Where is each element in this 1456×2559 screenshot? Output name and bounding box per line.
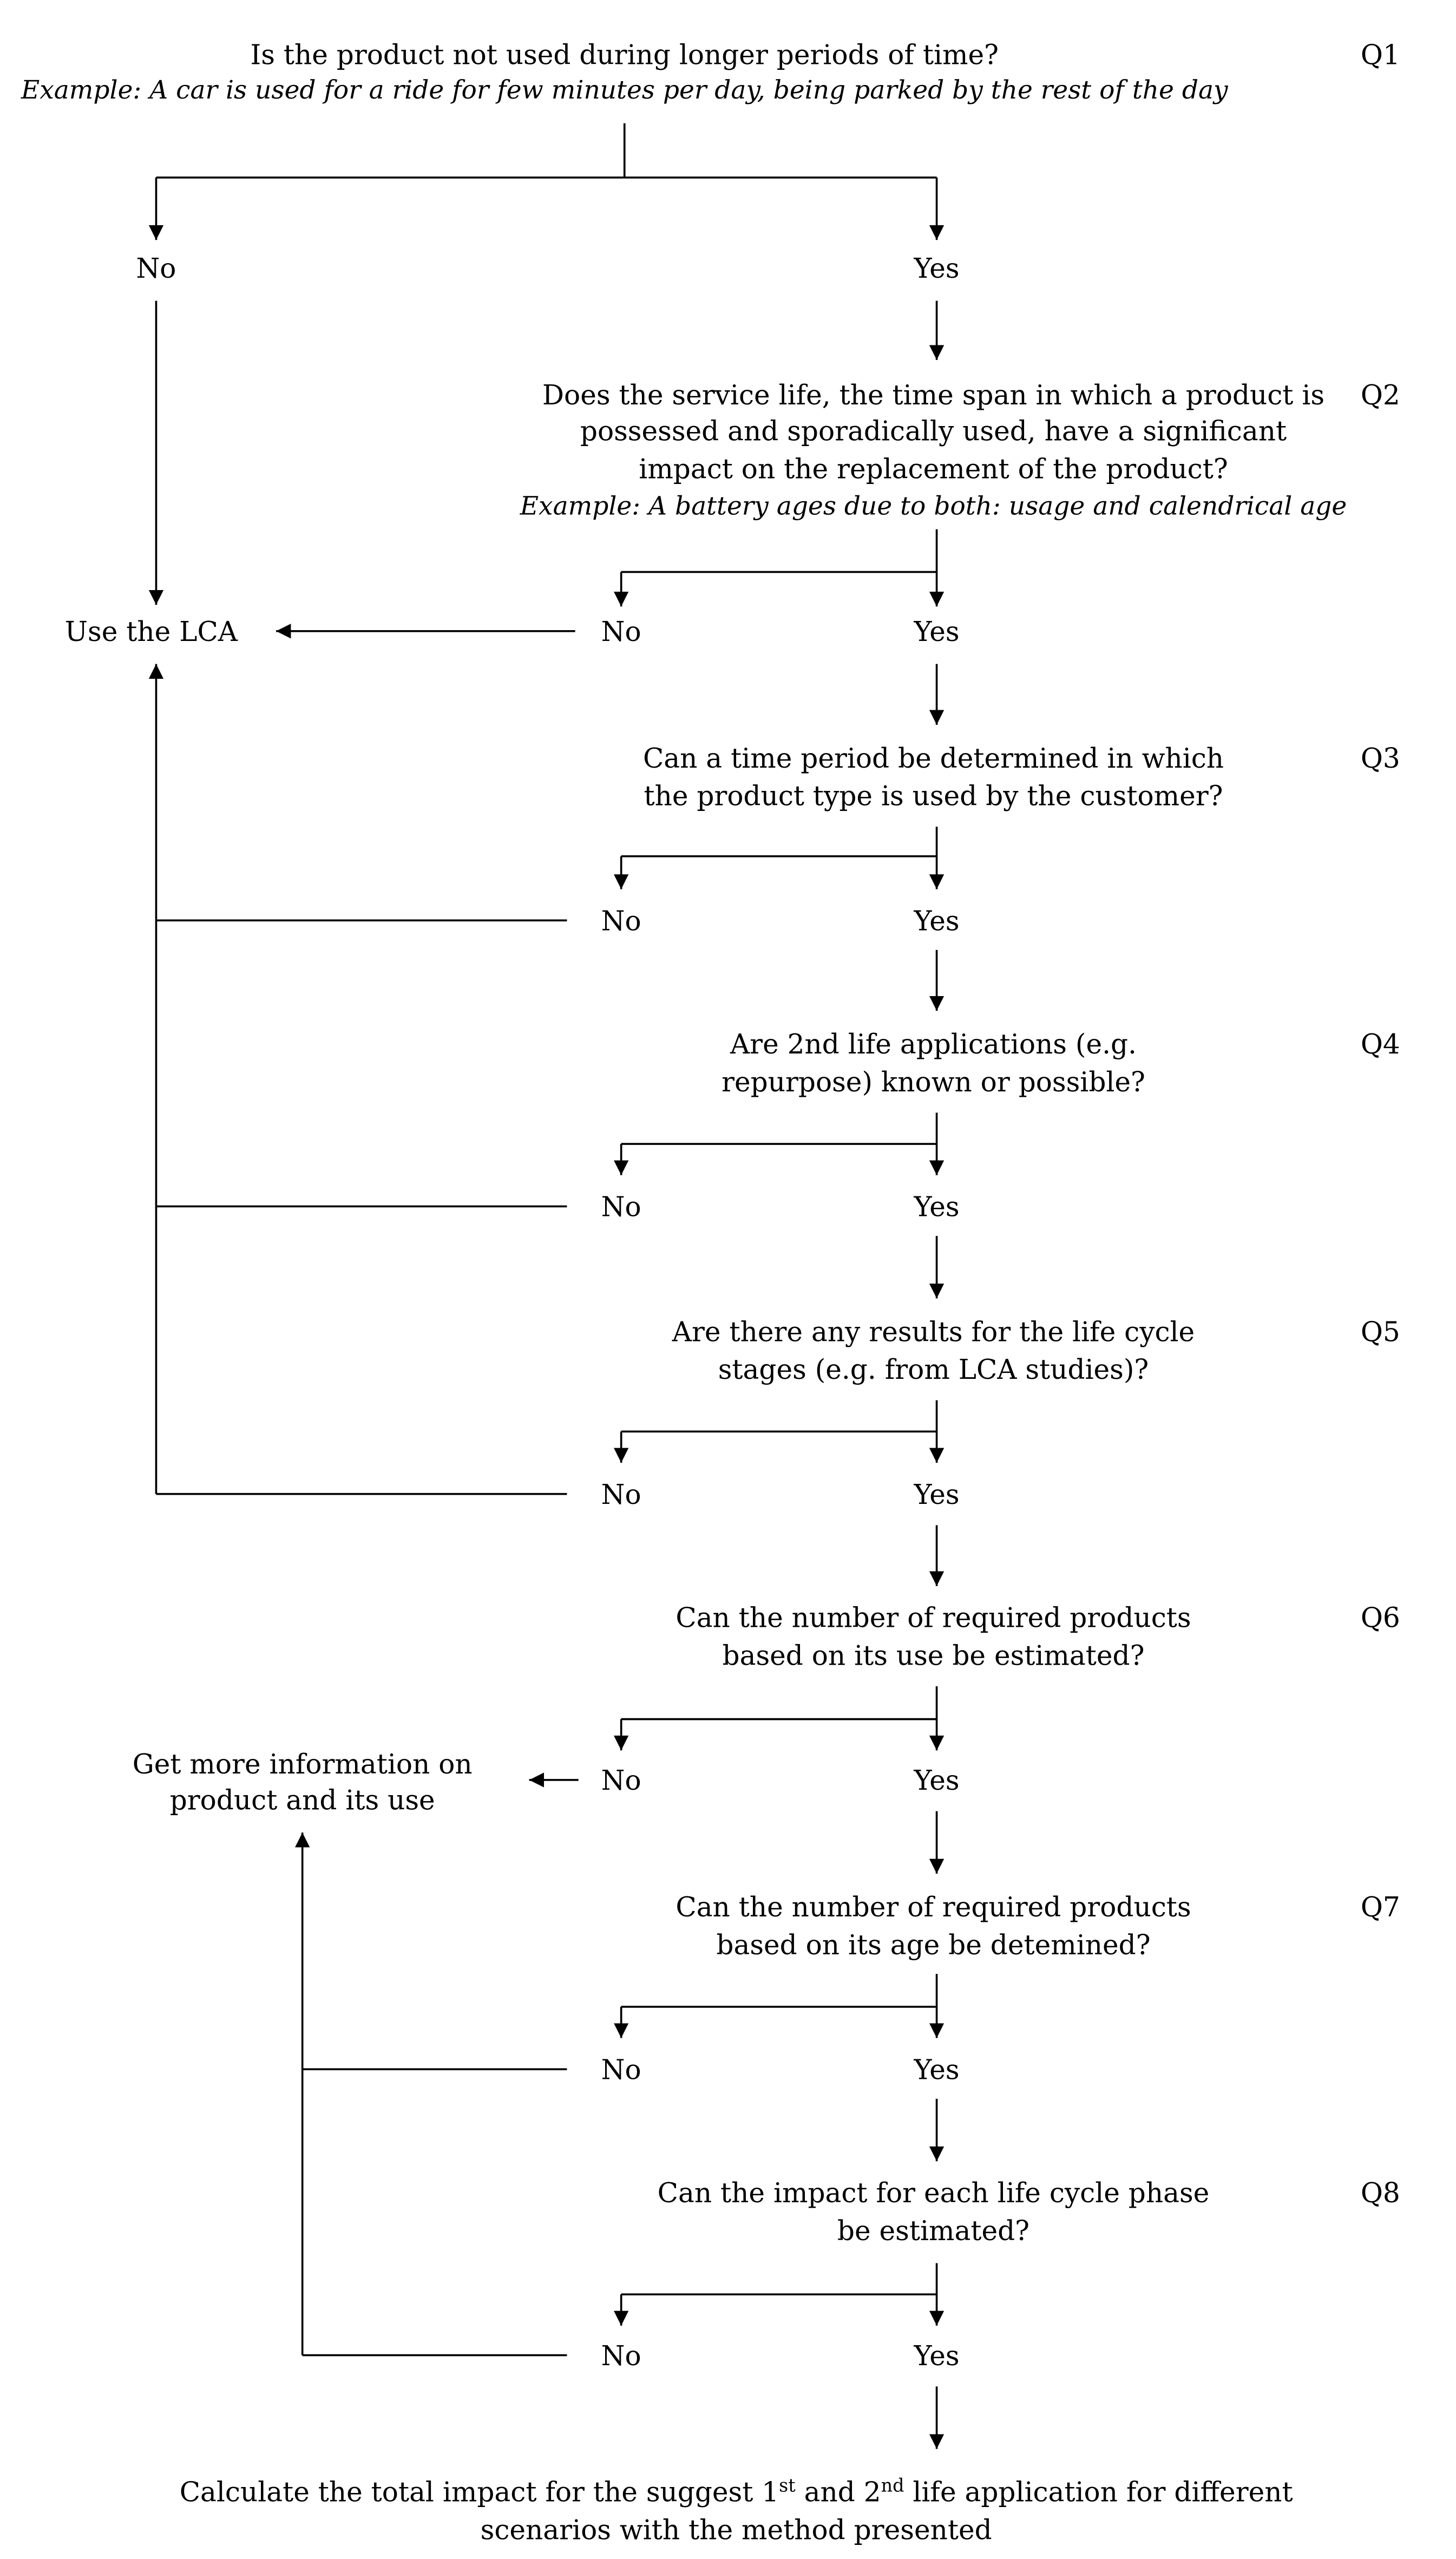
final-outcome-line2: scenarios with the method presented [481, 2515, 992, 2546]
q6-text-line2: based on its use be estimated? [723, 1640, 1145, 1671]
q1-branch-connector [148, 123, 945, 240]
outcome-more-info-line1: Get more information on [133, 1749, 473, 1780]
q2-no: No [601, 616, 641, 647]
q4-text-line2: repurpose) known or possible? [722, 1066, 1145, 1098]
q6-no: No [601, 1765, 641, 1796]
q7-text-line2: based on its age be detemined? [716, 1929, 1150, 1961]
q1-example: Example: A car is used for a ride for fe… [21, 75, 1229, 105]
q3-label: Q3 [1361, 743, 1400, 774]
q7-label: Q7 [1361, 1892, 1400, 1923]
q6-branch-connector [614, 1686, 945, 1751]
q6-label: Q6 [1361, 1602, 1400, 1634]
q5-branch-connector [614, 1400, 945, 1463]
q3-text-line1: Can a time period be determined in which [643, 743, 1224, 774]
outcome-use-lca: Use the LCA [65, 616, 238, 647]
q3-no: No [601, 905, 641, 937]
q4-no: No [601, 1192, 641, 1223]
q2-text-line2: possessed and sporadically used, have a … [580, 416, 1287, 447]
q1-no: No [136, 253, 176, 284]
q3-branch-connector [614, 827, 945, 889]
outcome-more-info-line2: product and its use [170, 1785, 435, 1816]
final-outcome-line1: Calculate the total impact for the sugge… [180, 2475, 1293, 2508]
q5-text-line2: stages (e.g. from LCA studies)? [718, 1354, 1149, 1385]
q5-label: Q5 [1361, 1316, 1400, 1347]
q4-text-line1: Are 2nd life applications (e.g. [730, 1029, 1137, 1060]
q7-no: No [601, 2054, 641, 2085]
q8-text-line1: Can the impact for each life cycle phase [658, 2177, 1210, 2209]
q8-yes: Yes [914, 2340, 960, 2372]
q2-example: Example: A battery ages due to both: usa… [520, 491, 1347, 521]
q7-branch-connector [614, 1974, 945, 2038]
q3-yes: Yes [914, 905, 960, 937]
q4-branch-connector [614, 1112, 945, 1175]
q5-no: No [601, 1479, 641, 1510]
q4-label: Q4 [1361, 1029, 1400, 1060]
q2-text-line3: impact on the replacement of the product… [639, 453, 1228, 485]
q8-label: Q8 [1361, 2177, 1400, 2209]
q6-text-line1: Can the number of required products [675, 1602, 1191, 1634]
q2-yes: Yes [914, 616, 960, 647]
q2-branch-connector [614, 529, 945, 607]
q1-text: Is the product not used during longer pe… [250, 39, 999, 70]
q8-branch-connector [614, 2263, 945, 2326]
q4-yes: Yes [914, 1192, 960, 1223]
q5-yes: Yes [914, 1479, 960, 1510]
q2-label: Q2 [1361, 379, 1400, 411]
q7-yes: Yes [914, 2054, 960, 2085]
q7-text-line1: Can the number of required products [675, 1892, 1191, 1923]
q3-text-line2: the product type is used by the customer… [644, 781, 1223, 812]
q5-text-line1: Are there any results for the life cycle [672, 1316, 1195, 1347]
q8-text-line2: be estimated? [837, 2215, 1029, 2247]
q2-text-line1: Does the service life, the time span in … [542, 379, 1324, 411]
q1-yes: Yes [914, 253, 960, 284]
q1-label: Q1 [1361, 39, 1400, 70]
q8-no: No [601, 2340, 641, 2372]
q6-yes: Yes [914, 1765, 960, 1796]
